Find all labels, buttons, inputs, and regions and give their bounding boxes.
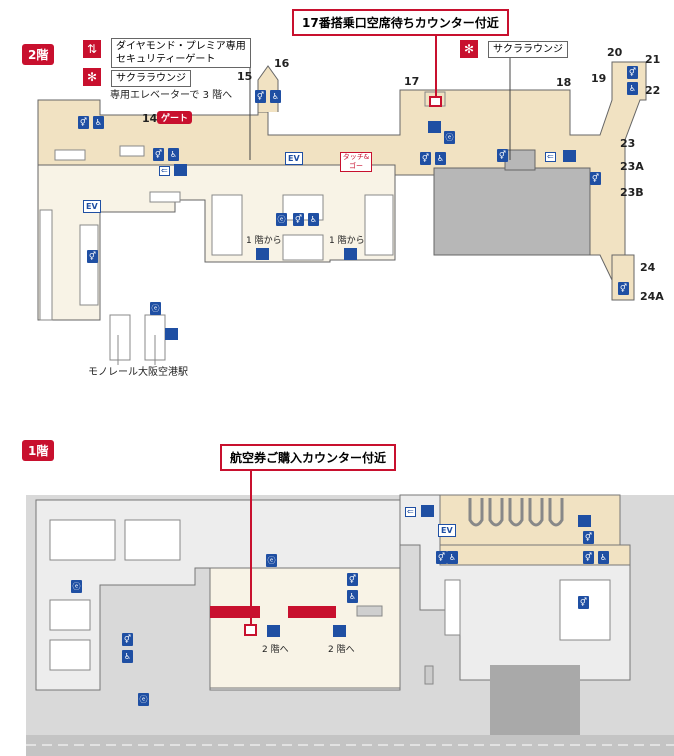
restroom-icon: ⚥ [618,282,629,295]
wheelchair-icon: ♿ [168,148,179,161]
restroom-icon: ⚥ [153,148,164,161]
escalator-icon [563,150,576,162]
escalator-icon [267,625,280,637]
restroom-icon: ⚥ [578,596,589,609]
elevator-icon: EV [438,524,456,537]
gate-23: 23 [620,137,636,150]
ev-accessible-icon: ⓔ [150,302,161,315]
floor1-map [26,462,674,756]
wheelchair-icon: ♿ [93,116,104,129]
escalator-icon [344,248,357,260]
elevator-icon: EV [83,200,101,213]
restroom-icon: ⚥ [347,573,358,586]
from-1f-left: 1 階から [246,236,282,246]
to-2f-right: 2 階へ [328,645,355,655]
ev-accessible-icon: ⓔ [138,693,149,706]
ev-accessible-icon: ⓔ [266,554,277,567]
ev-accessible-icon: ⓔ [444,131,455,144]
floor1-callout: 航空券ご購入カウンター付近 [220,444,397,471]
escalator-icon [578,515,591,527]
restroom-icon: ⚥ [293,213,304,226]
floor1-badge: 1階 [22,440,55,461]
restroom-icon: ⚥ [420,152,431,165]
wheelchair-icon: ♿ [447,551,458,564]
gate-21: 21 [645,53,661,66]
wheelchair-icon: ♿ [598,551,609,564]
wheelchair-icon: ♿ [308,213,319,226]
restroom-icon: ⚥ [583,551,594,564]
ev-accessible-icon: ⓔ [71,580,82,593]
gate-18: 18 [556,76,572,89]
escalator-icon [165,328,178,340]
wheelchair-icon: ♿ [270,90,281,103]
restroom-icon: ⚥ [122,633,133,646]
restroom-icon: ⚥ [87,250,98,263]
floor2-badge: 2階 [22,44,55,65]
gate-17: 17 [404,75,420,88]
gate-23b: 23B [620,186,644,199]
monorail-station-label: モノレール大阪空港駅 [88,367,188,378]
gate-20: 20 [607,46,623,59]
restroom-icon: ⚥ [583,531,594,544]
gate-16: 16 [274,57,290,70]
floor2-callout: 17番搭乗口空席待ちカウンター付近 [292,9,509,36]
restroom-icon: ⚥ [627,66,638,79]
arrow-icon: ⇐ [545,152,556,162]
sakura-right-label: サクララウンジ [488,41,568,58]
gate-24: 24 [640,261,656,274]
wheelchair-icon: ♿ [347,590,358,603]
gate-14: 14 [142,112,158,125]
restroom-icon: ⚥ [436,551,447,564]
legend-sakura-label: サクララウンジ [111,70,191,87]
to-2f-left: 2 階へ [262,645,289,655]
gate-19: 19 [591,72,607,85]
gate-24a: 24A [640,290,664,303]
from-1f-right: 1 階から [329,236,365,246]
legend-note: 専用エレベーターで 3 階へ [110,90,233,101]
ev-accessible-icon: ⓔ [276,213,287,226]
diamond-elevator-icon: ⇅ [83,40,101,58]
wheelchair-icon: ♿ [627,82,638,95]
legend-diamond-label: ダイヤモンド・プレミア専用 セキュリティーゲート [111,38,251,68]
gate-tag: ゲート [157,111,193,124]
escalator-icon [174,164,187,176]
sakura-right-icon: ✻ [460,40,478,58]
arrow-icon: ⇐ [159,166,170,176]
restroom-icon: ⚥ [590,172,601,185]
restroom-icon: ⚥ [255,90,266,103]
elevator-icon: EV [285,152,303,165]
escalator-icon [428,121,441,133]
escalator-icon [333,625,346,637]
touch-and-go-mark: タッチ&ゴー [340,152,372,172]
restroom-icon: ⚥ [497,149,508,162]
restroom-icon: ⚥ [78,116,89,129]
arrow-icon: ⇐ [405,507,416,517]
gate-22: 22 [645,84,661,97]
gate-15: 15 [237,70,253,83]
escalator-icon [421,505,434,517]
escalator-icon [256,248,269,260]
wheelchair-icon: ♿ [122,650,133,663]
wheelchair-icon: ♿ [435,152,446,165]
sakura-icon: ✻ [83,68,101,86]
gate-23a: 23A [620,160,644,173]
